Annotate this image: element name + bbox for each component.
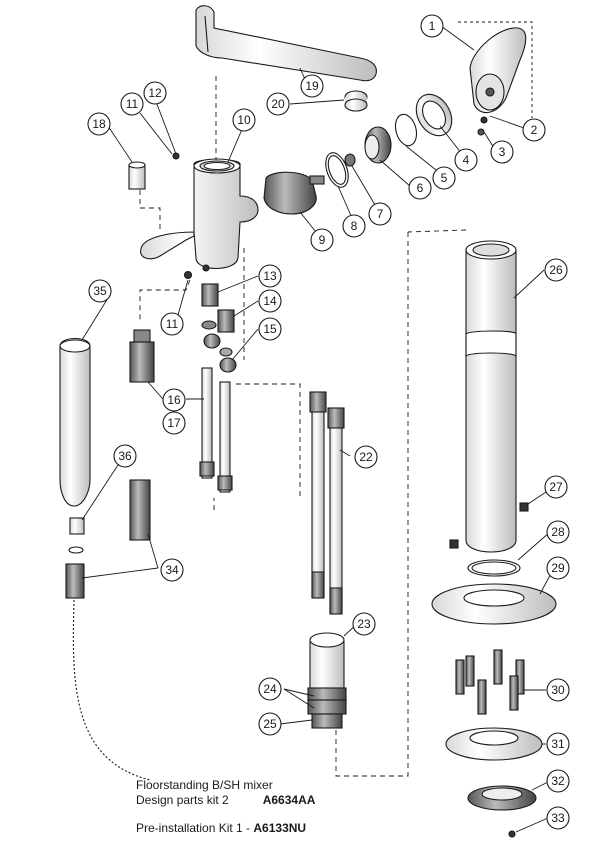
callout-circle [408, 176, 432, 200]
callout-circle [546, 732, 570, 756]
callout-circle [162, 388, 186, 412]
callout-label: 10 [237, 113, 251, 127]
callout-label: 17 [167, 416, 181, 430]
callout-circle [454, 148, 478, 172]
callout-circle [120, 92, 144, 116]
callout-label: 15 [263, 322, 277, 336]
pre-installation-kit-label: Pre-installation Kit 1 - [136, 821, 254, 835]
callout-circle [258, 264, 282, 288]
callout-label: 4 [463, 153, 470, 167]
callout-circle [522, 118, 546, 142]
callout-circle [490, 140, 514, 164]
callout-label: 9 [319, 233, 326, 247]
hand-shower-part [59, 337, 91, 507]
pre-installation-kit-line: Pre-installation Kit 1 - A6133NU [136, 821, 306, 835]
callout-circle [232, 108, 256, 132]
callout-circle [258, 317, 282, 341]
callout-label: 36 [118, 449, 132, 463]
callout-circle [420, 14, 444, 38]
callout-circle [546, 556, 570, 580]
column-tube-part [465, 249, 517, 553]
callout-label: 23 [357, 617, 371, 631]
callout-circle [258, 677, 282, 701]
mixer-body-part [140, 158, 259, 269]
callout-label: 5 [441, 171, 448, 185]
callout-label: 3 [499, 145, 506, 159]
callout-circle [368, 202, 392, 226]
callout-circle [160, 558, 184, 582]
callout-label: 22 [359, 450, 373, 464]
callout-label: 20 [271, 97, 285, 111]
cartridge-part [263, 171, 317, 215]
callout-circle [88, 279, 112, 303]
callout-label: 28 [551, 525, 565, 539]
product-title: Floorstanding B/SH mixer [136, 778, 273, 792]
callout-circle [258, 712, 282, 736]
callout-circle [544, 475, 568, 499]
callout-circle [266, 92, 290, 116]
callout-circle [354, 445, 378, 469]
callout-circle [342, 214, 366, 238]
callout-label: 27 [549, 480, 563, 494]
callout-label: 2 [531, 123, 538, 137]
callout-label: 8 [351, 219, 358, 233]
callout-label: 7 [377, 207, 384, 221]
callout-label: 13 [263, 269, 277, 283]
callout-group: 1234567891011121314151617181920112223242… [87, 14, 570, 830]
design-kit-label: Design parts kit 2 [136, 793, 229, 807]
callout-circle [546, 769, 570, 793]
callout-circle [113, 444, 137, 468]
callout-label: 26 [549, 263, 563, 277]
callout-label: 30 [551, 683, 565, 697]
callout-label: 19 [305, 79, 319, 93]
callout-label: 34 [165, 563, 179, 577]
callout-label: 33 [551, 811, 565, 825]
callout-circle [546, 678, 570, 702]
callout-circle [300, 74, 324, 98]
callout-circle [546, 520, 570, 544]
callout-circle [162, 411, 186, 435]
callout-label: 29 [551, 561, 565, 575]
callout-circle [546, 806, 570, 830]
callout-label: 11 [126, 97, 139, 111]
callout-label: 12 [148, 86, 162, 100]
callout-label: 31 [551, 737, 565, 751]
callout-circle [310, 228, 334, 252]
callout-circle [352, 612, 376, 636]
pre-installation-kit-code: A6133NU [253, 821, 307, 835]
callout-circle [143, 81, 167, 105]
spout-part [195, 5, 377, 82]
callout-circle [160, 312, 184, 336]
callout-label: 1 [429, 19, 436, 33]
callout-circle [258, 289, 282, 313]
design-kit-line: Design parts kit 2 A6634AA [136, 793, 315, 807]
callout-label: 35 [93, 284, 107, 298]
callout-label: 14 [263, 294, 277, 308]
callout-label: 6 [417, 181, 424, 195]
callout-circle [432, 166, 456, 190]
callout-label: 11 [166, 317, 179, 331]
callout-label: 25 [263, 717, 277, 731]
design-kit-code: A6634AA [262, 793, 316, 807]
callout-label: 16 [167, 393, 181, 407]
callout-label: 18 [92, 117, 106, 131]
callout-label: 32 [551, 774, 565, 788]
callout-circle [544, 258, 568, 282]
callout-circle [87, 112, 111, 136]
callout-label: 24 [263, 682, 277, 696]
